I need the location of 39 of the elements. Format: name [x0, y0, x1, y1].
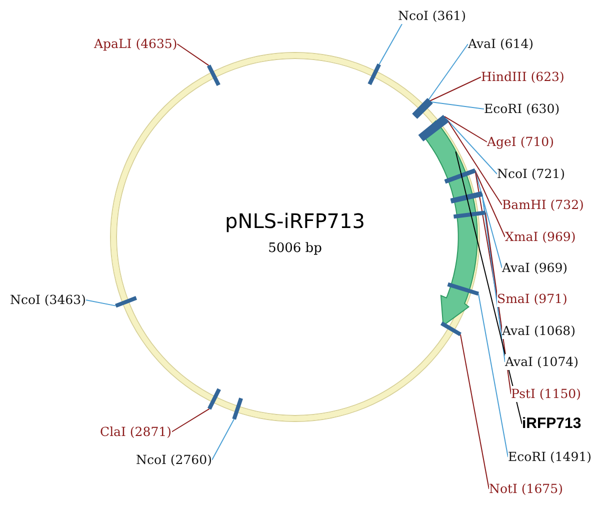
leader-line [450, 192, 506, 362]
leader-line [211, 398, 243, 460]
cut-site-label: EcoRI (630) [484, 101, 560, 117]
cut-site-label: ApaLI (4635) [94, 36, 178, 52]
leader-line [413, 76, 482, 118]
cut-site-label: AvaI (1068) [502, 323, 576, 339]
cut-site-label: AgeI (710) [487, 134, 554, 150]
cut-site-label: HindIII (623) [481, 69, 564, 85]
cut-site-label: NcoI (721) [497, 166, 565, 182]
leader-line [171, 388, 221, 432]
leader-line [450, 191, 502, 332]
leader-line [418, 114, 488, 142]
leader-line [176, 44, 220, 86]
cut-site-label: BamHI (732) [502, 197, 584, 213]
leader-line [444, 168, 502, 268]
leader-line [420, 116, 498, 174]
cut-site-label: AvaI (614) [468, 36, 534, 52]
cut-site-label: NcoI (361) [398, 8, 466, 24]
leader-line [414, 100, 484, 119]
plasmid-circle [111, 53, 479, 421]
leader-line [440, 322, 490, 490]
cut-site-label: NcoI (2760) [136, 452, 212, 468]
cut-site-label: AvaI (1074) [505, 354, 579, 370]
cut-site-label: SmaI (971) [497, 291, 568, 307]
leader-line [420, 118, 502, 206]
leader-line [85, 296, 137, 308]
leader-line [455, 151, 522, 424]
cut-site-label: AvaI (969) [502, 260, 568, 276]
cut-site-label: PstI (1150) [511, 386, 581, 402]
plasmid-name: pNLS-iRFP713 [225, 208, 365, 232]
leader-line [368, 24, 402, 86]
cut-site-label: NotI (1675) [489, 481, 563, 497]
cut-site-label: NcoI (3463) [10, 292, 86, 308]
cut-site-label: ClaI (2871) [100, 424, 172, 440]
plasmid-size: 5006 bp [268, 240, 322, 256]
cut-site-label: XmaI (969) [505, 229, 576, 245]
leader-line [412, 44, 468, 117]
leader-line [447, 282, 508, 458]
cut-site-label: EcoRI (1491) [508, 449, 592, 465]
